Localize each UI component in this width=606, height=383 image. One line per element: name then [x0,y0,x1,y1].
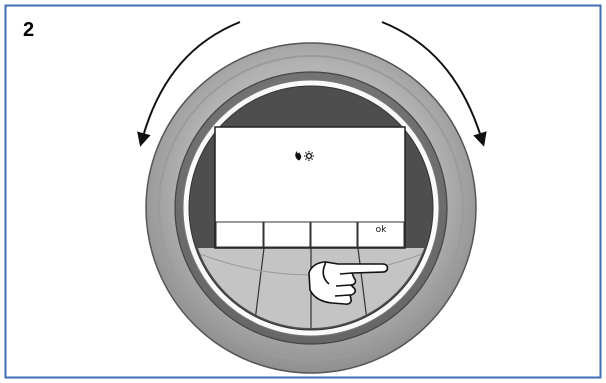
softkey-3[interactable] [310,221,358,248]
frame-border [4,4,602,379]
sun-icon [304,151,314,161]
flame-icon [295,151,302,161]
softkey-ok-label: ok [376,225,388,235]
softkey-row: ok [215,221,405,248]
softkey-2[interactable] [263,221,311,248]
softkey-ok[interactable] [357,221,405,248]
step-number: 2 [23,19,35,41]
softkey-1[interactable] [215,221,264,248]
rotate-right-arrow [381,21,487,147]
rotate-left-arrow [137,21,241,147]
hand-pointing-icon [308,261,389,305]
